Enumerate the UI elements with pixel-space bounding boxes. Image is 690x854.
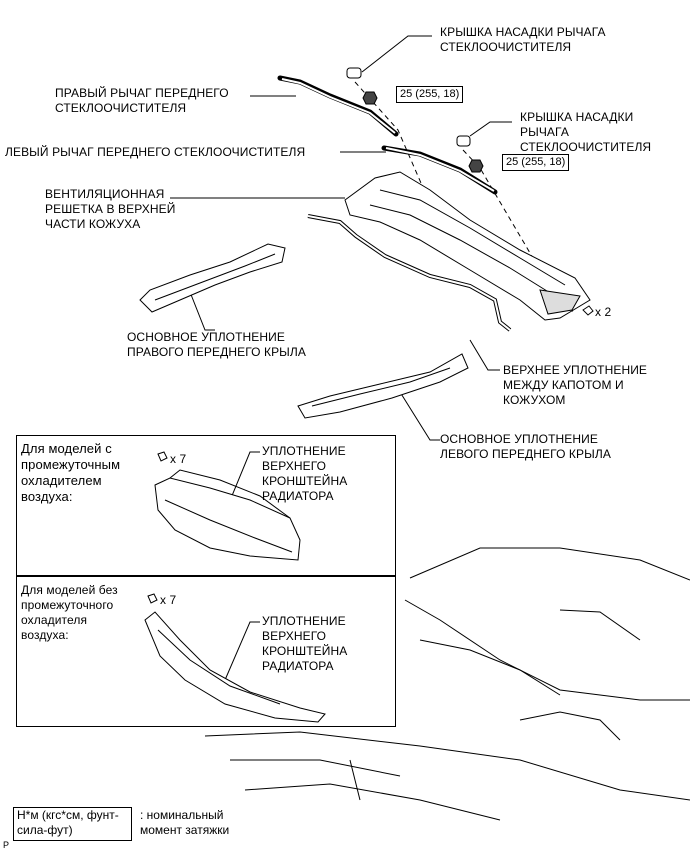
label-line: : номинальный xyxy=(140,808,224,822)
label-line: ВЕРХНЕЕ УПЛОТНЕНИЕ xyxy=(503,363,648,377)
clip-icon xyxy=(582,305,594,316)
left-fender-seal xyxy=(297,353,469,419)
label-right-seal: ОСНОВНОЕ УПЛОТНЕНИЕ ПРАВОГО ПЕРЕДНЕГО КР… xyxy=(127,330,306,360)
label-line: воздуха: xyxy=(21,628,69,642)
leader-right-cap xyxy=(361,35,432,73)
label-line: охладителя xyxy=(21,613,88,627)
label-line: сила-фут) xyxy=(17,823,73,837)
right-wiper-cap xyxy=(346,67,362,79)
legend-key: Н*м (кгс*см, фунт- сила-фут) xyxy=(17,808,119,838)
variant-box-with-cooler xyxy=(16,435,396,577)
label-line: ОСНОВНОЕ УПЛОТНЕНИЕ xyxy=(127,330,285,344)
box2-title: Для моделей без промежуточного охладител… xyxy=(21,583,118,643)
box2-part-label: УПЛОТНЕНИЕ ВЕРХНЕГО КРОНШТЕЙНА РАДИАТОРА xyxy=(262,614,347,674)
vehicle-front-outline xyxy=(204,547,690,821)
box1-title: Для моделей с промежуточным охладителем … xyxy=(21,441,120,505)
label-right-arm: ПРАВЫЙ РЫЧАГ ПЕРЕДНЕГО СТЕКЛООЧИСТИТЕЛЯ xyxy=(55,86,229,116)
label-line: охладителем xyxy=(21,473,102,488)
radiator-seal-with-cooler xyxy=(154,469,301,561)
label-line: ПРАВОГО ПЕРЕДНЕГО КРЫЛА xyxy=(127,345,306,359)
label-line: РАДИАТОРА xyxy=(262,659,334,673)
label-line: Н*м (кгс*см, фунт- xyxy=(17,808,119,822)
corner-mark: P xyxy=(3,840,10,850)
box1-clip-count: x 7 xyxy=(170,452,187,466)
label-line: КРОНШТЕЙНА xyxy=(262,474,348,488)
label-line: ОСНОВНОЕ УПЛОТНЕНИЕ xyxy=(440,432,598,446)
torque-value-2: 25 (255, 18) xyxy=(502,154,570,171)
box-clip-icon xyxy=(147,451,168,604)
leader-left-cap xyxy=(469,121,512,137)
label-left-seal: ОСНОВНОЕ УПЛОТНЕНИЕ ЛЕВОГО ПЕРЕДНЕГО КРЫ… xyxy=(440,432,611,462)
label-line: промежуточным xyxy=(21,457,121,472)
label-line: СТЕКЛООЧИСТИТЕЛЯ xyxy=(520,140,652,154)
label-line: РЕШЕТКА В ВЕРХНЕЙ xyxy=(45,202,176,216)
torque-value-1: 25 (255, 18) xyxy=(396,86,464,103)
leader-right-seal xyxy=(189,291,215,331)
cowl-vent-grille xyxy=(344,171,591,321)
label-line: УПЛОТНЕНИЕ xyxy=(262,614,346,628)
box2-clip-count: x 7 xyxy=(160,593,177,607)
label-right-cap: КРЫШКА НАСАДКИ РЫЧАГА СТЕКЛООЧИСТИТЕЛЯ xyxy=(440,25,606,55)
label-line: КРЫШКА НАСАДКИ xyxy=(520,110,634,124)
label-line: КРОНШТЕЙНА xyxy=(262,644,348,658)
right-fender-seal xyxy=(139,243,286,313)
right-wiper-arm xyxy=(277,75,399,137)
label-line: РАДИАТОРА xyxy=(262,489,334,503)
label-line: РЫЧАГА xyxy=(520,125,569,139)
box1-part-label: УПЛОТНЕНИЕ ВЕРХНЕГО КРОНШТЕЙНА РАДИАТОРА xyxy=(262,444,347,504)
radiator-seal-without-cooler xyxy=(144,611,326,723)
label-line: ЛЕВОГО ПЕРЕДНЕГО КРЫЛА xyxy=(440,447,611,461)
label-line: МЕЖДУ КАПОТОМ И xyxy=(503,378,624,392)
label-line: Для моделей с xyxy=(21,441,112,456)
label-left-cap: КРЫШКА НАСАДКИ РЫЧАГА СТЕКЛООЧИСТИТЕЛЯ xyxy=(520,110,651,155)
label-line: ПРАВЫЙ РЫЧАГ ПЕРЕДНЕГО xyxy=(55,86,229,100)
label-line: ВЕРХНЕГО xyxy=(262,629,327,643)
legend-key-box xyxy=(13,807,132,841)
label-vent-grille: ВЕНТИЛЯЦИОННАЯ РЕШЕТКА В ВЕРХНЕЙ ЧАСТИ К… xyxy=(45,187,175,232)
label-line: ВЕРХНЕГО xyxy=(262,459,327,473)
variant-box-without-cooler xyxy=(16,575,396,727)
label-line: ЧАСТИ КОЖУХА xyxy=(45,217,141,231)
label-line: момент затяжки xyxy=(140,823,230,837)
leader-box2-part xyxy=(224,621,260,681)
label-line: КОЖУХОМ xyxy=(503,393,566,407)
label-line: промежуточного xyxy=(21,598,114,612)
label-line: ВЕНТИЛЯЦИОННАЯ xyxy=(45,187,165,201)
nut-icon xyxy=(362,91,484,173)
label-line: СТЕКЛООЧИСТИТЕЛЯ xyxy=(440,40,572,54)
label-line: Для моделей без xyxy=(21,583,118,597)
label-hood-seal: ВЕРХНЕЕ УПЛОТНЕНИЕ МЕЖДУ КАПОТОМ И КОЖУХ… xyxy=(503,363,647,408)
legend-description: : номинальный момент затяжки xyxy=(140,808,229,838)
leader-left-seal xyxy=(399,391,440,441)
label-line: воздуха: xyxy=(21,489,73,504)
label-line: УПЛОТНЕНИЕ xyxy=(262,444,346,458)
label-line: КРЫШКА НАСАДКИ РЫЧАГА xyxy=(440,25,606,39)
label-left-arm: ЛЕВЫЙ РЫЧАГ ПЕРЕДНЕГО СТЕКЛООЧИСТИТЕЛЯ xyxy=(5,145,306,159)
label-clip-count: x 2 xyxy=(595,305,612,319)
left-wiper-cap xyxy=(456,135,471,147)
leader-hood-seal xyxy=(469,339,500,371)
label-line: СТЕКЛООЧИСТИТЕЛЯ xyxy=(55,101,187,115)
